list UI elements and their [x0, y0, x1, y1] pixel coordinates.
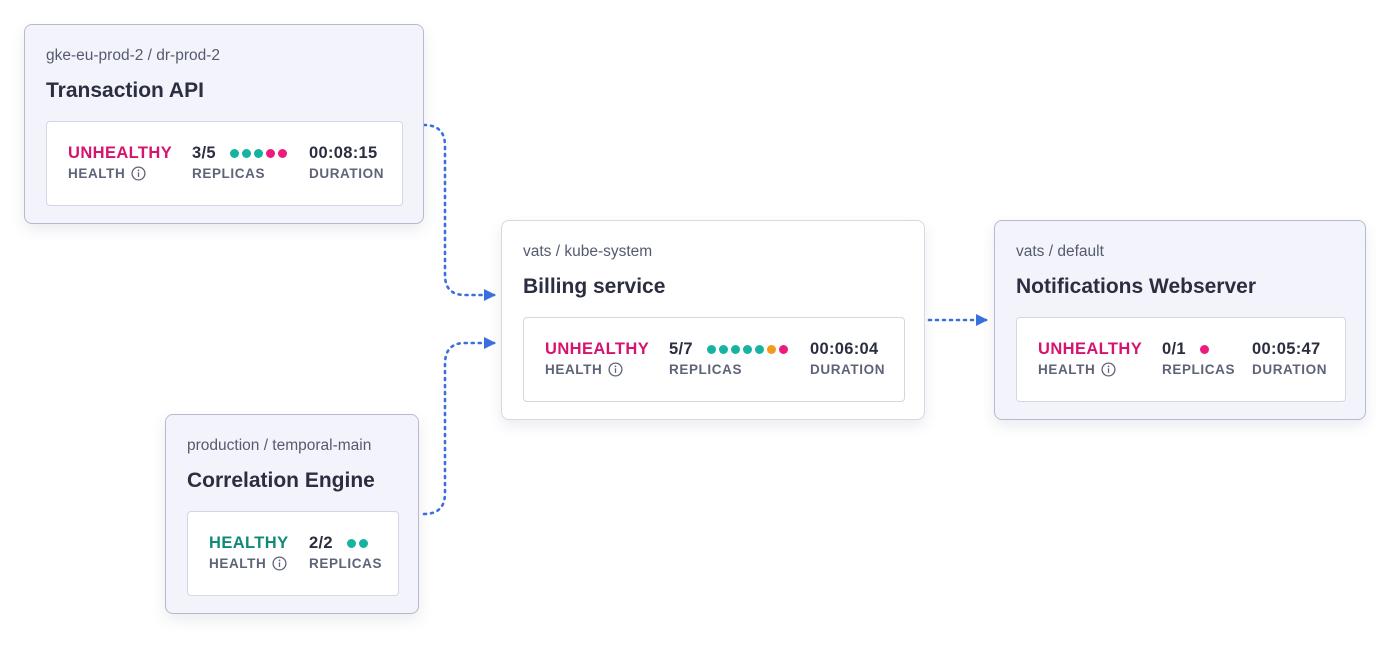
health-stat: HEALTHY HEALTH: [209, 532, 289, 571]
replica-indicators: [1199, 344, 1209, 354]
replica-count: 5/7: [669, 340, 693, 358]
health-status: HEALTHY: [209, 534, 289, 552]
service-title: Billing service: [523, 275, 666, 298]
replicas-stat: 3/5 REPLICAS: [192, 142, 287, 181]
duration-value: 00:08:15: [309, 144, 378, 162]
health-label: HEALTH: [209, 556, 267, 571]
service-namespace: vats / default: [1016, 243, 1104, 260]
health-status: UNHEALTHY: [1038, 340, 1143, 358]
duration-value: 00:05:47: [1252, 340, 1321, 358]
duration-label: DURATION: [810, 362, 886, 377]
connector-transaction-to-billing: [422, 123, 496, 301]
stats-panel: UNHEALTHY HEALTH 3/5 REPLICAS 00:08:15 D…: [46, 121, 403, 206]
replica-dot-up: [718, 344, 728, 354]
duration-stat: 00:08:15 DURATION: [309, 142, 384, 181]
health-label: HEALTH: [68, 166, 126, 181]
replicas-stat: 0/1 REPLICAS: [1162, 338, 1235, 377]
replica-dot-up: [706, 344, 716, 354]
replica-dot-up: [742, 344, 752, 354]
duration-value: 00:06:04: [810, 340, 879, 358]
replica-dot-down: [277, 148, 287, 158]
health-stat: UNHEALTHY HEALTH: [68, 142, 172, 181]
connector-correlation-to-billing: [422, 337, 496, 516]
service-card-notifications-webserver[interactable]: vats / default Notifications Webserver U…: [994, 220, 1366, 420]
service-namespace: gke-eu-prod-2 / dr-prod-2: [46, 47, 221, 64]
info-icon[interactable]: [131, 166, 146, 181]
service-card-correlation-engine[interactable]: production / temporal-main Correlation E…: [165, 414, 419, 614]
service-card-billing-service[interactable]: vats / kube-system Billing service UNHEA…: [501, 220, 925, 420]
health-label: HEALTH: [545, 362, 603, 377]
replicas-label: REPLICAS: [309, 556, 383, 571]
service-card-transaction-api[interactable]: gke-eu-prod-2 / dr-prod-2 Transaction AP…: [24, 24, 424, 224]
replica-dot-up: [358, 538, 368, 548]
replica-indicators: [706, 344, 788, 354]
info-icon[interactable]: [608, 362, 623, 377]
stats-panel: UNHEALTHY HEALTH 0/1 REPLICAS 00:05:47 D…: [1016, 317, 1346, 402]
replica-count: 2/2: [309, 534, 333, 552]
replicas-stat: 5/7 REPLICAS: [669, 338, 788, 377]
service-title: Notifications Webserver: [1016, 275, 1257, 298]
stats-panel: HEALTHY HEALTH 2/2 REPLICAS: [187, 511, 399, 596]
health-stat: UNHEALTHY HEALTH: [1038, 338, 1142, 377]
replica-dot-up: [229, 148, 239, 158]
duration-label: DURATION: [309, 166, 385, 181]
replicas-stat: 2/2 REPLICAS: [309, 532, 382, 571]
stats-panel: UNHEALTHY HEALTH 5/7 REPLICAS 00:06:04 D…: [523, 317, 905, 402]
service-namespace: vats / kube-system: [523, 243, 653, 260]
service-title: Correlation Engine: [187, 469, 375, 492]
health-status: UNHEALTHY: [68, 144, 173, 162]
service-namespace: production / temporal-main: [187, 437, 372, 454]
replica-count: 3/5: [192, 144, 216, 162]
info-icon[interactable]: [272, 556, 287, 571]
replica-dot-up: [730, 344, 740, 354]
duration-label: DURATION: [1252, 362, 1328, 377]
replica-dot-up: [253, 148, 263, 158]
replica-indicators: [346, 538, 368, 548]
replicas-label: REPLICAS: [1162, 362, 1236, 377]
replica-dot-down: [1199, 344, 1209, 354]
health-label: HEALTH: [1038, 362, 1096, 377]
info-icon[interactable]: [1101, 362, 1116, 377]
replicas-label: REPLICAS: [192, 166, 266, 181]
replica-indicators: [229, 148, 287, 158]
service-title: Transaction API: [46, 79, 204, 102]
duration-stat: 00:06:04 DURATION: [810, 338, 885, 377]
replica-dot-down: [265, 148, 275, 158]
replica-dot-up: [754, 344, 764, 354]
replicas-label: REPLICAS: [669, 362, 743, 377]
health-status: UNHEALTHY: [545, 340, 650, 358]
duration-stat: 00:05:47 DURATION: [1252, 338, 1327, 377]
replica-dot-up: [346, 538, 356, 548]
replica-dot-warn: [766, 344, 776, 354]
health-stat: UNHEALTHY HEALTH: [545, 338, 649, 377]
replica-dot-down: [778, 344, 788, 354]
replica-dot-up: [241, 148, 251, 158]
replica-count: 0/1: [1162, 340, 1186, 358]
